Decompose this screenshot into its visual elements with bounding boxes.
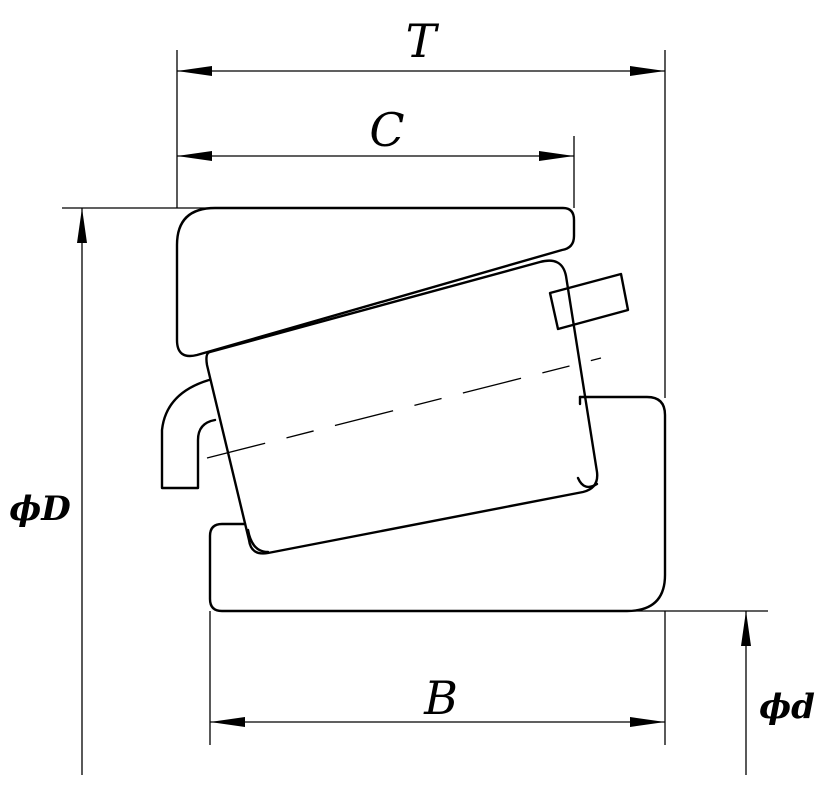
label-B: B <box>423 671 458 725</box>
roller-fillet-left <box>246 528 270 554</box>
roller <box>205 259 599 555</box>
roller-axis <box>206 357 602 459</box>
roller-fillet-right <box>576 476 599 489</box>
label-T: T <box>406 14 440 68</box>
dimension-T: T <box>176 14 666 398</box>
dimension-outer-diameter: ϕD <box>9 207 215 775</box>
cage-top-stub <box>548 272 630 331</box>
inner-ring <box>208 395 667 613</box>
label-bore-diameter: ϕd <box>759 687 815 727</box>
dimension-C: C <box>177 103 575 208</box>
dimension-B: B <box>209 611 666 745</box>
cage-hook <box>160 378 217 490</box>
label-outer-diameter: ϕD <box>9 489 71 529</box>
dimension-bore-diameter: ϕd <box>627 610 815 775</box>
label-C: C <box>369 103 404 157</box>
outer-ring <box>175 206 576 358</box>
